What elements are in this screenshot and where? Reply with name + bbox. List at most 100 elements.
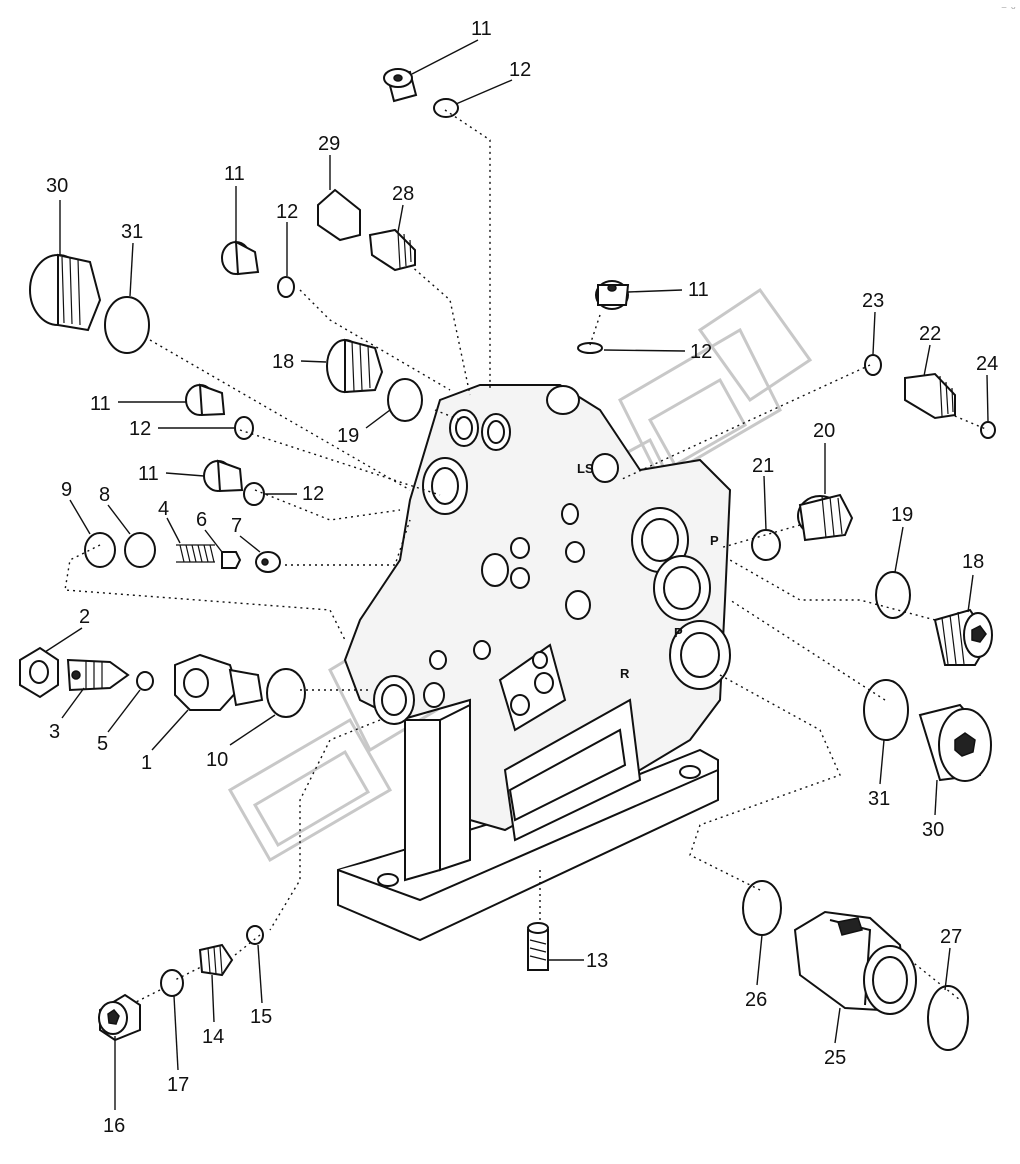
o-ring-23 — [864, 354, 882, 376]
port-p-lower — [669, 620, 731, 690]
callout-11: 11 — [138, 463, 159, 485]
o-ring-5 — [136, 671, 154, 691]
callout-8: 8 — [99, 484, 110, 506]
callout-7: 7 — [231, 515, 242, 537]
port-p-mid — [653, 555, 711, 621]
callout-27: 27 — [940, 926, 962, 948]
callout-22: 22 — [919, 323, 941, 345]
callout-12: 12 — [129, 418, 151, 440]
o-ring-19-upper — [387, 378, 423, 422]
valve-housing: LS P P R — [337, 384, 732, 942]
callout-20: 20 — [813, 420, 835, 442]
plug-30-top — [29, 253, 102, 332]
callout-31: 31 — [868, 788, 890, 810]
stamp-p-lower: P — [674, 625, 683, 640]
screw-13 — [527, 922, 549, 971]
o-ring-19-right — [875, 571, 911, 619]
callout-23: 23 — [862, 290, 884, 312]
callout-24: 24 — [976, 353, 998, 375]
callout-26: 26 — [745, 989, 767, 1011]
mount-hole-front — [377, 873, 399, 887]
callout-11: 11 — [224, 163, 245, 185]
fitting-28 — [368, 228, 416, 272]
callout-12: 12 — [509, 59, 531, 81]
o-ring-26 — [742, 880, 782, 936]
callout-11: 11 — [471, 18, 492, 40]
adjuster-3 — [66, 658, 130, 692]
cap-29 — [317, 188, 361, 242]
o-ring-12-left-lower — [243, 482, 265, 506]
callout-13: 13 — [586, 950, 608, 972]
callout-19: 19 — [891, 504, 913, 526]
callout-25: 25 — [824, 1047, 846, 1069]
callout-30: 30 — [922, 819, 944, 841]
callout-6: 6 — [196, 509, 207, 531]
o-ring-27 — [927, 985, 969, 1051]
spring-4 — [176, 544, 215, 563]
callout-29: 29 — [318, 133, 340, 155]
plug-11-top — [383, 68, 418, 103]
plug-20 — [797, 493, 854, 542]
port-upper-large — [422, 457, 468, 515]
callout-21: 21 — [752, 455, 774, 477]
stamp-r: R — [620, 666, 630, 681]
callout-15: 15 — [250, 1006, 272, 1028]
callout-3: 3 — [49, 721, 60, 743]
callout-31: 31 — [121, 221, 143, 243]
o-ring-10 — [266, 668, 306, 718]
o-ring-24 — [980, 421, 996, 439]
plug-11-left-lower — [203, 459, 244, 493]
plug-16 — [98, 993, 141, 1042]
port-upper-2 — [481, 413, 511, 451]
port-ls — [591, 453, 619, 483]
callout-17: 17 — [167, 1074, 189, 1096]
leader-lines — [44, 39, 989, 1110]
port-top — [546, 385, 580, 415]
o-ring-17 — [160, 969, 184, 997]
plug-18-right — [933, 608, 993, 666]
seat-7 — [255, 551, 281, 573]
callout-10: 10 — [206, 749, 228, 771]
assembly-paths — [64, 109, 989, 1006]
nut-2 — [19, 646, 59, 699]
callout-11: 11 — [90, 393, 111, 415]
callout-4: 4 — [158, 498, 169, 520]
corner-mark: ⁻ ᵕ — [1000, 2, 1016, 16]
o-ring-12-top — [433, 98, 459, 118]
adapter-22 — [904, 372, 956, 420]
callout-18: 18 — [962, 551, 984, 573]
callout-14: 14 — [202, 1026, 224, 1048]
stamp-p-upper: P — [710, 533, 719, 548]
callout-12: 12 — [276, 201, 298, 223]
o-ring-9 — [84, 532, 116, 568]
poppet-6 — [221, 551, 242, 569]
callout-19: 19 — [337, 425, 359, 447]
plug-11-left-upper — [221, 240, 260, 276]
callout-9: 9 — [61, 479, 72, 501]
o-ring-8 — [124, 532, 156, 568]
o-ring-31-right — [863, 679, 909, 741]
callout-5: 5 — [97, 733, 108, 755]
o-ring-12-left-mid — [234, 416, 254, 440]
stamp-ls: LS — [577, 461, 594, 476]
callout-labels: 11 12 29 28 30 31 11 12 11 12 18 19 11 1… — [46, 18, 998, 1137]
plug-11-right — [595, 280, 630, 310]
plug-18-upper — [326, 338, 384, 394]
port-upper-1 — [449, 409, 479, 447]
fitting-25 — [793, 910, 917, 1015]
plug-11-left-mid — [185, 383, 226, 417]
valve-body-1 — [174, 653, 264, 711]
callout-18: 18 — [272, 351, 294, 373]
callout-11: 11 — [688, 279, 709, 301]
o-ring-12-right — [577, 342, 603, 354]
o-ring-21 — [751, 529, 781, 561]
plug-30-right — [918, 703, 992, 782]
callout-12: 12 — [690, 341, 712, 363]
callout-12: 12 — [302, 483, 324, 505]
callout-28: 28 — [392, 183, 414, 205]
callout-30: 30 — [46, 175, 68, 197]
o-ring-31-top — [104, 296, 150, 354]
o-ring-15 — [246, 925, 264, 945]
callout-2: 2 — [79, 606, 90, 628]
